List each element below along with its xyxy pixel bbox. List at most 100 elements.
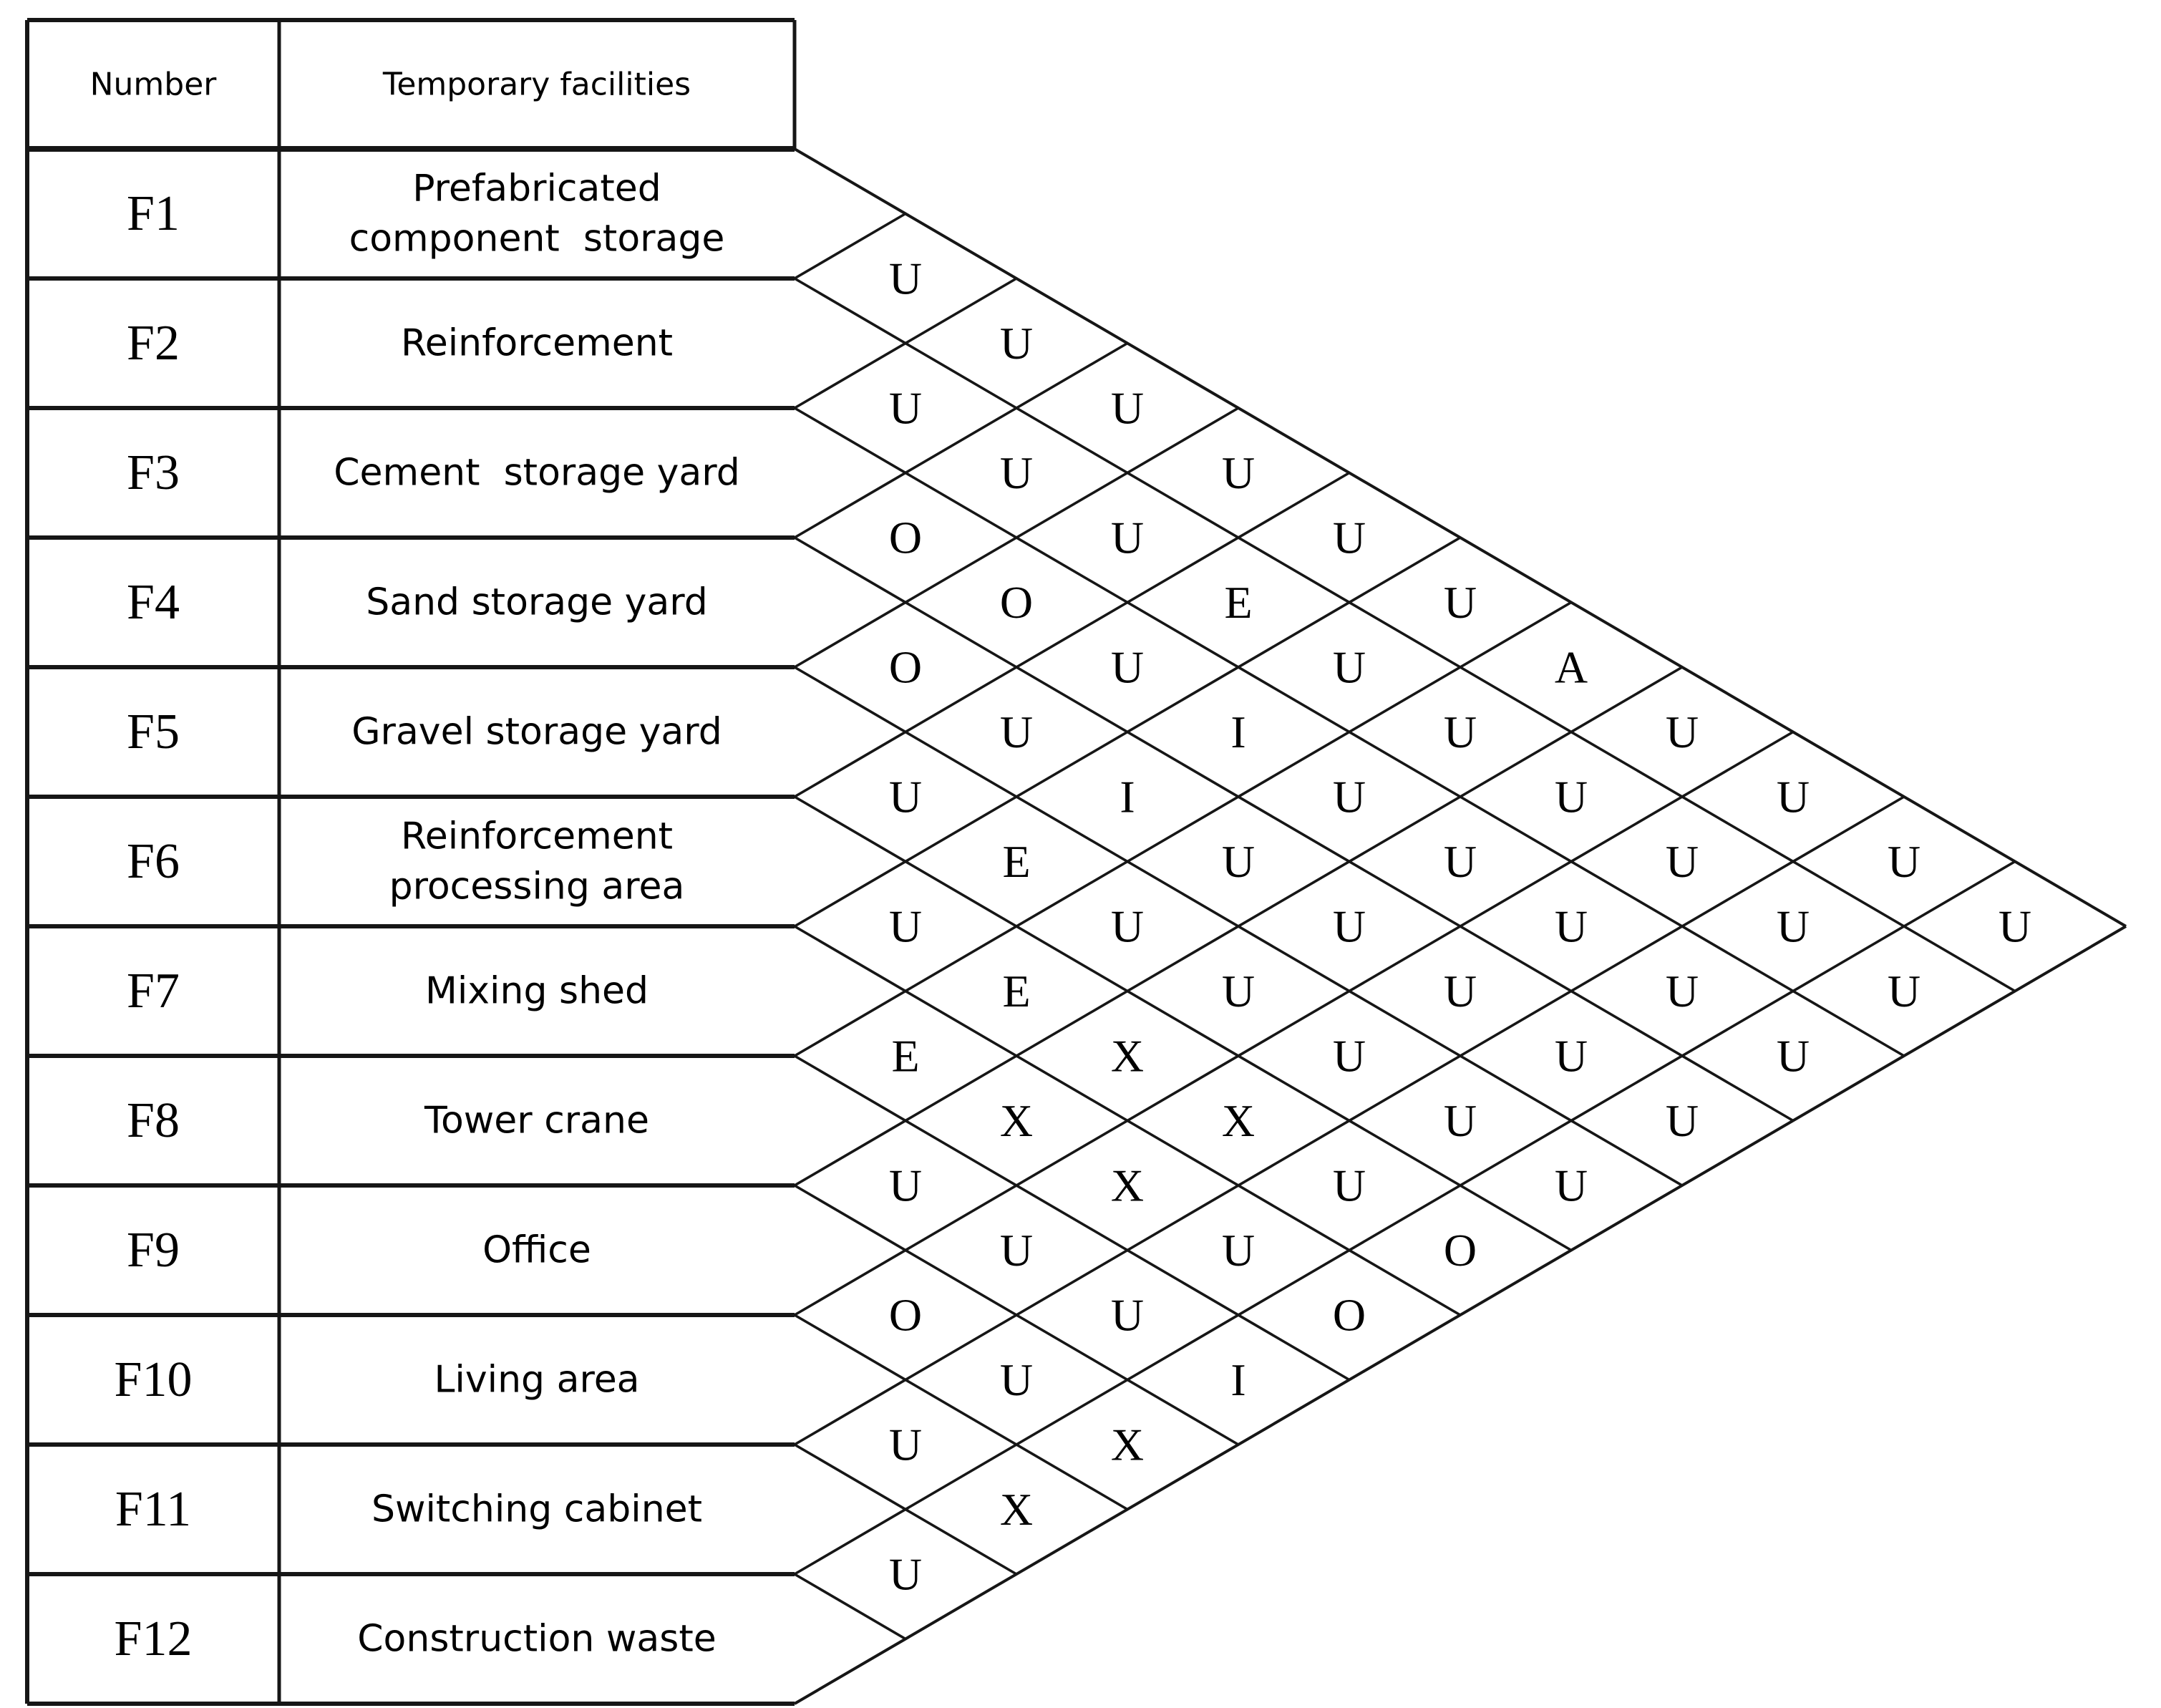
relationship-letter: U: [1555, 901, 1588, 952]
relationship-letter: U: [1333, 901, 1366, 952]
facility-number: F9: [127, 1223, 180, 1278]
facility-name: Office: [482, 1229, 591, 1272]
header-number: Number: [90, 67, 218, 103]
facility-number: F5: [127, 704, 180, 760]
facility-name: Reinforcement: [401, 322, 673, 365]
relationship-letter: U: [1666, 966, 1699, 1016]
relationship-letter: U: [1111, 383, 1144, 434]
relationship-letter: U: [1888, 966, 1920, 1016]
relationship-letter: U: [1999, 901, 2031, 952]
relationship-letter: U: [1222, 836, 1255, 887]
relationship-letter: U: [1111, 1290, 1144, 1341]
relationship-letter: U: [1444, 836, 1477, 887]
relationship-letter: U: [889, 1549, 922, 1600]
facility-table: [25, 18, 797, 1706]
relationship-letter: O: [1000, 577, 1033, 628]
lattice-up-diagonal: [794, 536, 1461, 928]
relationship-letter: X: [1111, 1160, 1144, 1211]
relationship-letter: E: [1224, 577, 1252, 628]
facility-number: F8: [127, 1093, 180, 1148]
relationship-letter: U: [889, 253, 922, 304]
lattice-up-diagonal: [794, 407, 1239, 669]
relationship-letter: I: [1230, 1354, 1245, 1405]
relationship-letter: U: [1555, 1031, 1588, 1082]
relationship-letter: U: [1444, 1095, 1477, 1146]
relationship-letter: U: [889, 1160, 922, 1211]
facility-name: Cement storage yard: [334, 452, 740, 495]
facility-number: F1: [127, 186, 180, 241]
facility-number: F12: [115, 1611, 193, 1666]
relationship-letter: U: [1333, 513, 1366, 563]
facility-number: F4: [127, 575, 180, 630]
lattice-up-diagonal: [794, 341, 1128, 539]
lattice-down-diagonal: [794, 1314, 1128, 1511]
relationship-letter: O: [1333, 1290, 1366, 1341]
relationship-letter: U: [1444, 707, 1477, 757]
relationship-letter: X: [1111, 1031, 1144, 1082]
relationship-letter: U: [1111, 642, 1144, 693]
facility-name: Gravel storage yard: [351, 711, 722, 754]
relationship-letter: E: [891, 1031, 919, 1082]
facility-name: Prefabricated: [412, 168, 661, 210]
relationship-letter: U: [1333, 1160, 1366, 1211]
relationship-letter: X: [1222, 1095, 1255, 1146]
facility-name: Living area: [434, 1359, 639, 1402]
lattice-up-diagonal: [794, 601, 1572, 1057]
relationship-letter: U: [1000, 707, 1033, 757]
relationship-letter: I: [1230, 707, 1245, 757]
lattice-down-diagonal: [794, 277, 2016, 993]
relationship-letter: I: [1120, 772, 1135, 823]
relationship-letter: U: [1000, 318, 1033, 369]
relationship-lattice: [793, 147, 2127, 1705]
relationship-letter: U: [1000, 1225, 1033, 1276]
relationship-letter: U: [889, 772, 922, 823]
relationship-letter: E: [1002, 836, 1030, 887]
relationship-letter: U: [889, 1420, 922, 1470]
header-facilities: Temporary facilities: [382, 67, 691, 103]
relationship-letter: U: [1000, 447, 1033, 498]
lattice-up-diagonal: [794, 795, 1905, 1446]
lattice-down-diagonal: [794, 536, 1794, 1122]
lattice-up-diagonal: [794, 860, 2016, 1576]
relationship-letter: U: [1222, 447, 1255, 498]
facility-number: F3: [127, 445, 180, 500]
relationship-letter: U: [1555, 772, 1588, 823]
relationship-letter: X: [1000, 1095, 1033, 1146]
relationship-letter: O: [1444, 1225, 1477, 1276]
relationship-letter: U: [1777, 1031, 1810, 1082]
relationship-letter: U: [1555, 1160, 1588, 1211]
relationship-letter: O: [889, 513, 922, 563]
relationship-letter: X: [1000, 1484, 1033, 1535]
relationship-letter: U: [1444, 577, 1477, 628]
lattice-down-diagonal: [794, 1573, 906, 1641]
facility-number: F7: [127, 964, 180, 1019]
facility-name: Tower crane: [424, 1100, 649, 1142]
relationship-letter: U: [1666, 836, 1699, 887]
facility-number: F6: [127, 834, 180, 889]
facility-name: Mixing shed: [425, 970, 649, 1013]
relationship-letters: UUUUUUAUUUUUUUEUUUUUUOOUIUUUUUOUIUUUUUUE…: [889, 253, 2031, 1600]
relationship-letter: U: [1333, 1031, 1366, 1082]
lattice-up-diagonal: [794, 277, 1017, 409]
lattice-down-diagonal: [794, 1054, 1350, 1382]
lattice-up-diagonal: [794, 471, 1350, 798]
relationship-letter: U: [1888, 836, 1920, 887]
relationship-letter: U: [1111, 901, 1144, 952]
facility-name: Sand storage yard: [366, 581, 708, 624]
facility-name: processing area: [389, 865, 685, 908]
relationship-letter: U: [1444, 966, 1477, 1016]
facility-name: Reinforcement: [401, 815, 673, 858]
facility-name: Construction waste: [357, 1618, 717, 1661]
relationship-letter: U: [1222, 966, 1255, 1016]
facility-name: component storage: [349, 218, 725, 261]
relationship-letter: U: [1000, 1354, 1033, 1405]
facility-number: F2: [127, 316, 180, 371]
relationship-letter: U: [1777, 772, 1810, 823]
lattice-up-diagonal: [794, 666, 1683, 1187]
relationship-letter: U: [889, 901, 922, 952]
relationship-letter: U: [1333, 642, 1366, 693]
